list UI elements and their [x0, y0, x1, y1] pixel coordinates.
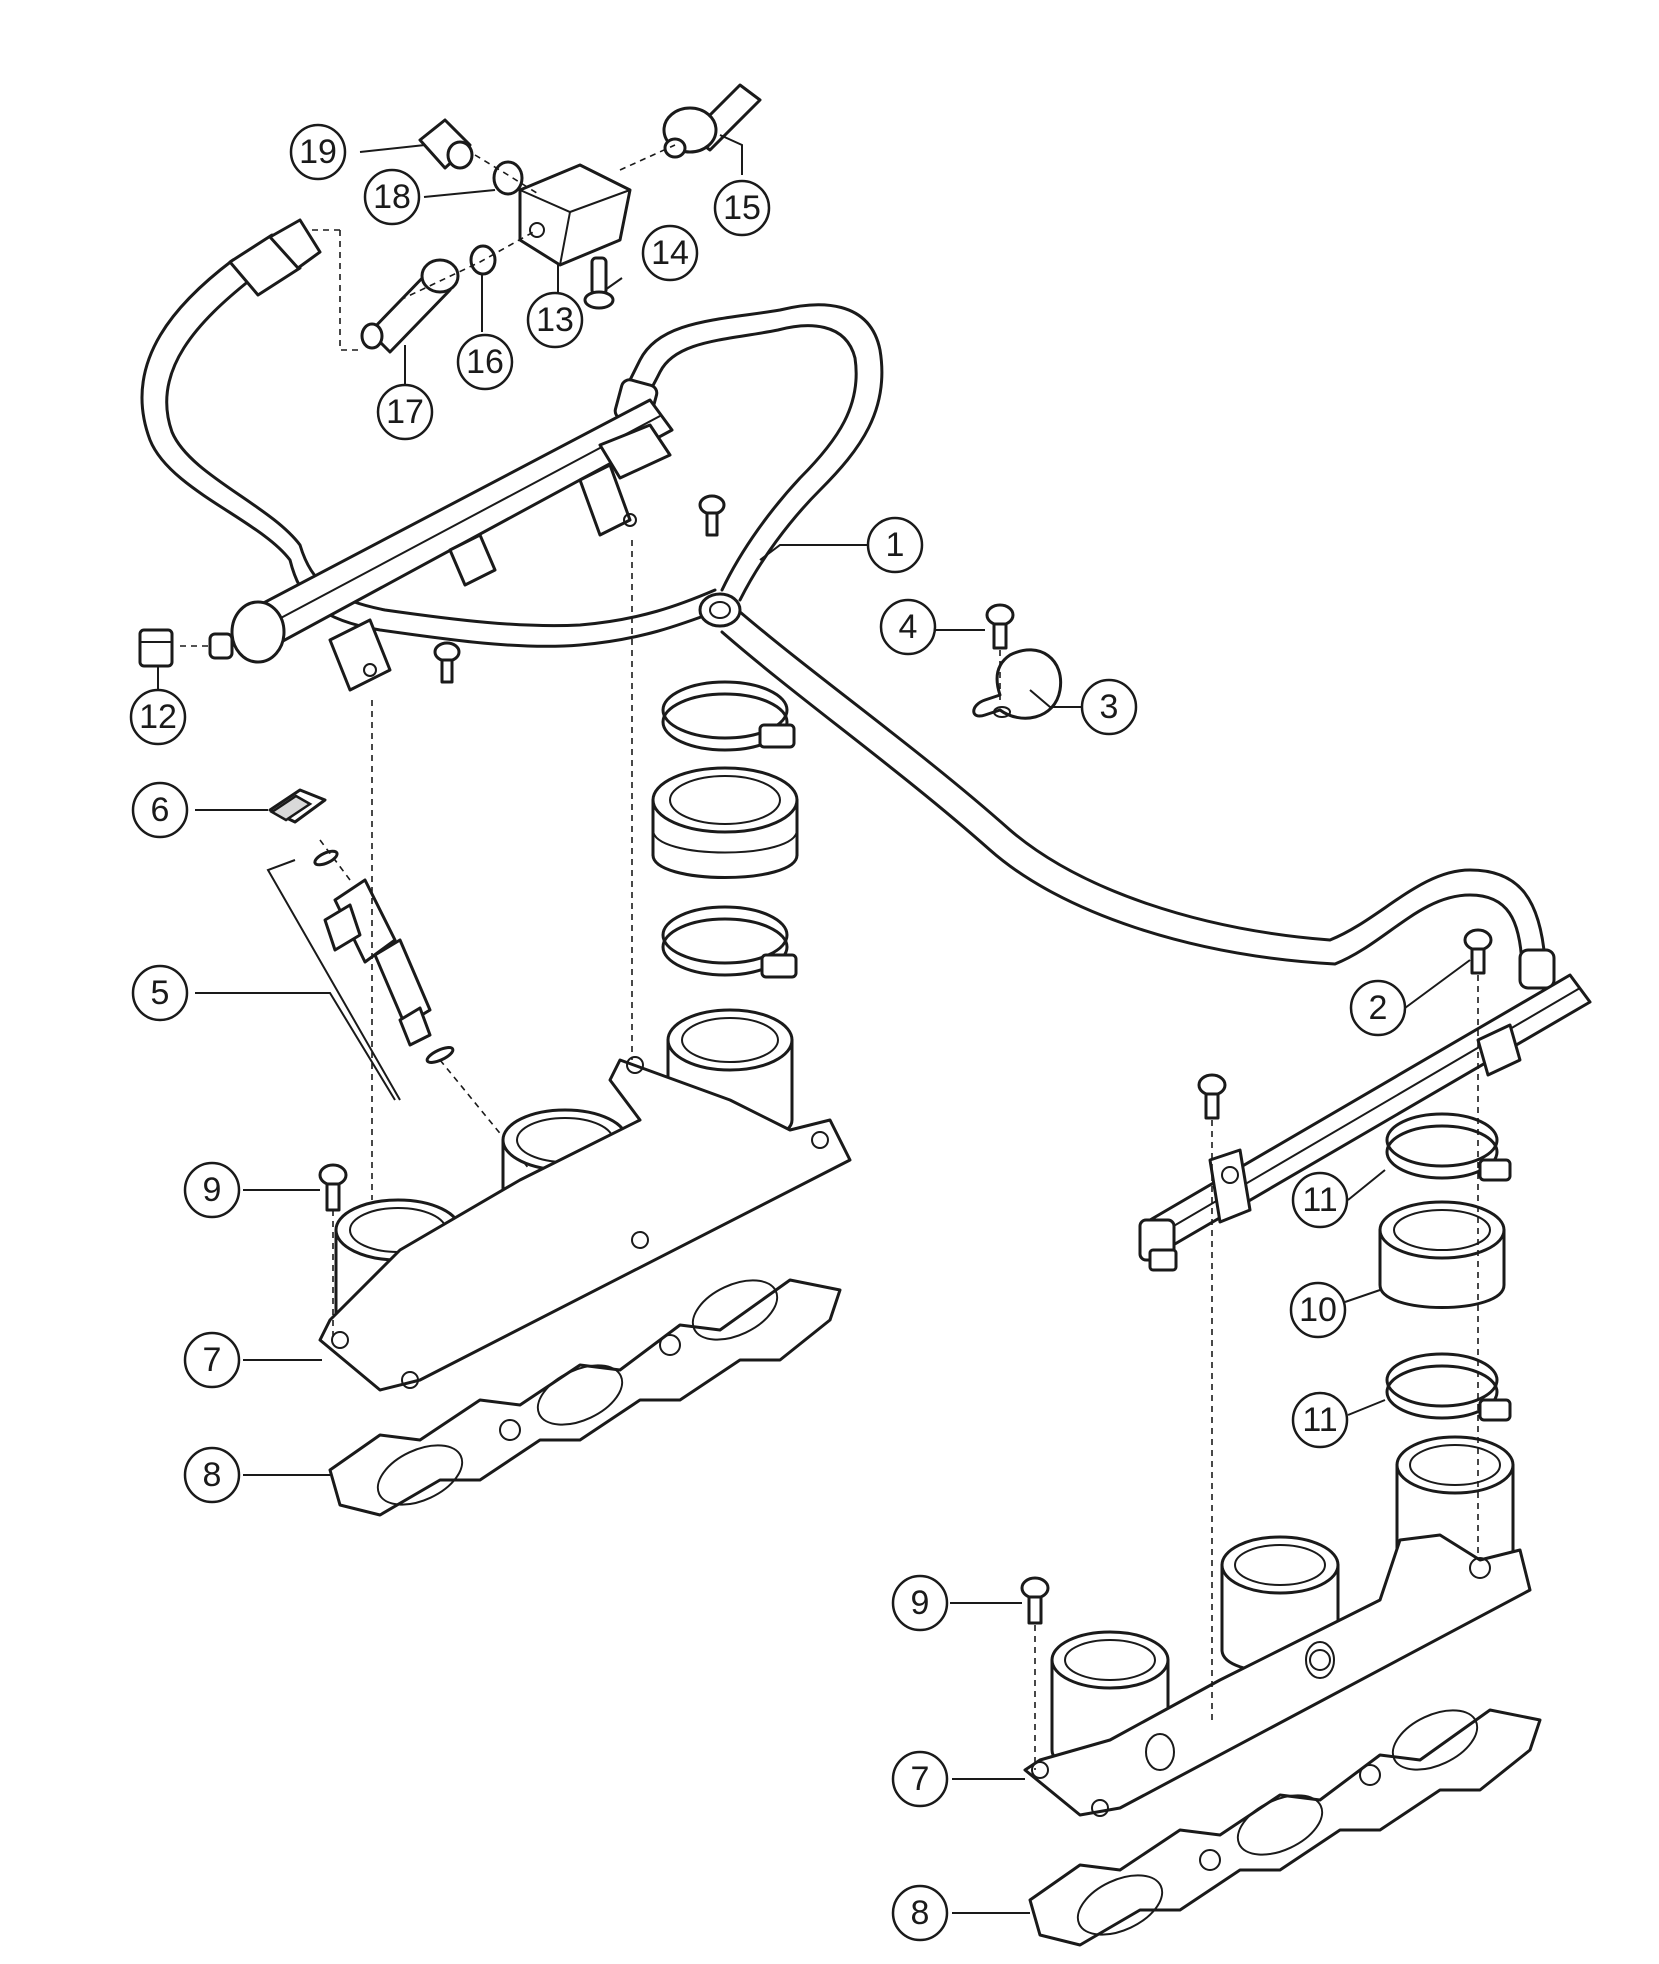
svg-text:16: 16 — [466, 343, 504, 381]
svg-text:5: 5 — [151, 974, 170, 1012]
svg-text:9: 9 — [203, 1171, 222, 1209]
callout-17: 17 — [376, 383, 434, 441]
svg-text:7: 7 — [911, 1760, 930, 1798]
injector-5 — [266, 788, 531, 1171]
callout-7-left: 7 — [183, 1331, 241, 1389]
callout-1: 1 — [866, 516, 924, 574]
svg-text:11: 11 — [1302, 1401, 1337, 1439]
callout-8-left: 8 — [183, 1446, 241, 1504]
callout-18: 18 — [363, 168, 421, 226]
callout-15: 15 — [713, 179, 771, 237]
svg-text:11: 11 — [1302, 1181, 1337, 1219]
svg-text:13: 13 — [536, 301, 574, 339]
callout-13: 13 — [526, 291, 584, 349]
svg-text:2: 2 — [1369, 989, 1388, 1027]
callout-12: 12 — [129, 688, 187, 746]
callout-2: 2 — [1349, 979, 1407, 1037]
callout-5: 5 — [131, 964, 189, 1022]
svg-text:8: 8 — [911, 1894, 930, 1932]
sensor-assembly — [310, 83, 762, 354]
callout-9-left: 9 — [183, 1161, 241, 1219]
callout-19: 19 — [289, 123, 347, 181]
callout-11-lower: 11 — [1291, 1391, 1349, 1449]
svg-text:6: 6 — [151, 791, 170, 829]
svg-text:7: 7 — [203, 1341, 222, 1379]
callout-4: 4 — [879, 598, 937, 656]
callout-16: 16 — [456, 333, 514, 391]
callout-10: 10 — [1289, 1281, 1347, 1339]
svg-text:3: 3 — [1100, 688, 1119, 726]
right-fuel-rail — [1138, 973, 1592, 1272]
svg-text:12: 12 — [139, 698, 177, 736]
callout-9-right: 9 — [891, 1574, 949, 1632]
svg-text:8: 8 — [203, 1456, 222, 1494]
callout-7-right: 7 — [891, 1750, 949, 1808]
hose-clip-3 — [972, 648, 1063, 720]
callout-14: 14 — [641, 224, 699, 282]
svg-text:1: 1 — [886, 526, 905, 564]
svg-text:18: 18 — [373, 178, 411, 216]
left-throttle-assembly — [318, 540, 852, 1517]
svg-text:15: 15 — [723, 189, 761, 227]
left-fuel-rail — [230, 398, 674, 692]
connector-12 — [138, 628, 234, 668]
right-throttle-assembly — [1023, 975, 1542, 1947]
callout-6: 6 — [131, 781, 189, 839]
svg-text:9: 9 — [911, 1584, 930, 1622]
svg-text:17: 17 — [386, 393, 424, 431]
bolts — [318, 494, 1493, 1625]
svg-text:19: 19 — [299, 133, 337, 171]
callout-8-right: 8 — [891, 1884, 949, 1942]
callout-3: 3 — [1080, 678, 1138, 736]
callout-11-upper: 11 — [1291, 1171, 1349, 1229]
svg-text:14: 14 — [651, 234, 689, 272]
svg-text:10: 10 — [1299, 1291, 1337, 1329]
svg-text:4: 4 — [899, 608, 918, 646]
leader-lines — [157, 134, 1471, 1914]
